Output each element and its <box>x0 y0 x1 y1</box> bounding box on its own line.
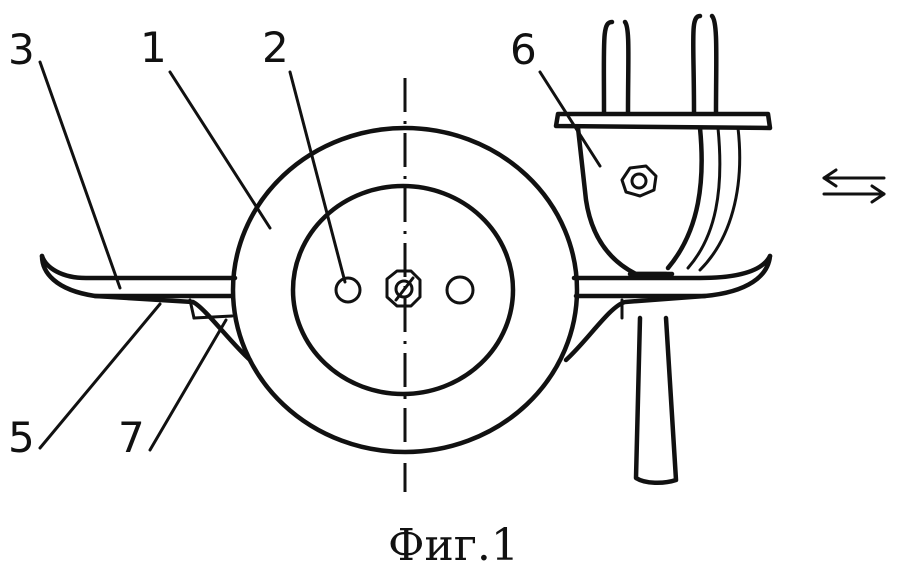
plug-pin-right <box>690 13 719 115</box>
leader-3 <box>38 60 122 290</box>
plug-flange <box>553 111 773 131</box>
cable <box>633 315 679 485</box>
screw-slot <box>394 276 415 302</box>
leader-1 <box>168 70 272 230</box>
leader-6 <box>538 70 602 168</box>
label-2: 2 <box>262 23 289 72</box>
plug-screw <box>630 172 648 190</box>
bidirectional-arrows-icon <box>822 168 886 204</box>
center-nut <box>385 269 422 308</box>
leader-2 <box>288 70 347 284</box>
left-bracket-top <box>39 253 238 281</box>
socket-hole-right <box>445 275 475 305</box>
figure-caption: Фиг.1 <box>388 520 519 571</box>
socket-hole-left <box>334 276 362 304</box>
plug-screw-nut <box>620 164 658 198</box>
right-support <box>563 293 708 363</box>
left-support-divider <box>188 298 196 320</box>
leader-7 <box>148 318 228 452</box>
label-7: 7 <box>118 413 145 462</box>
label-5: 5 <box>8 413 35 462</box>
label-3: 3 <box>8 25 35 74</box>
left-support-edge <box>192 314 234 320</box>
plug-cord-line-2 <box>698 126 742 272</box>
right-bracket-top <box>571 253 773 281</box>
inner-disc <box>290 183 516 397</box>
leader-5 <box>38 302 162 450</box>
outer-ring <box>230 125 580 455</box>
center-screw <box>394 279 414 299</box>
plug-pin-left <box>601 19 631 115</box>
label-1: 1 <box>140 23 167 72</box>
label-6: 6 <box>510 25 537 74</box>
plug-cord-line-1 <box>686 126 722 270</box>
plug-body-right <box>665 125 704 271</box>
left-support <box>92 293 253 363</box>
